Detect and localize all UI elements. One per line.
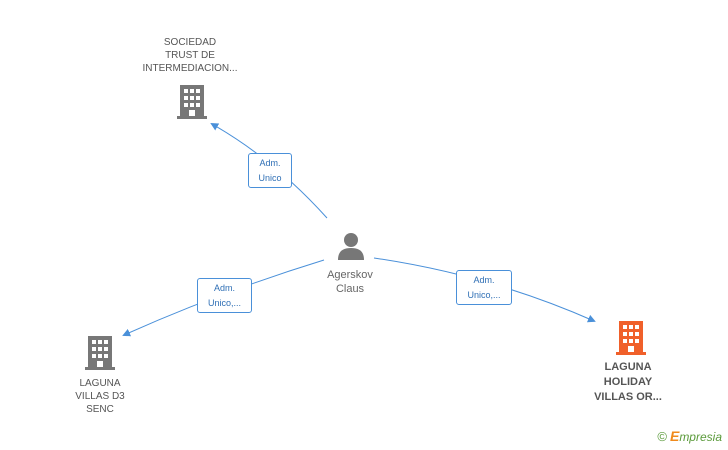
node-label-line: Claus bbox=[335, 283, 365, 295]
node-label-top[interactable]: SOCIEDAD TRUST DE INTERMEDIACION... bbox=[130, 36, 250, 75]
edge-label-line: Unico bbox=[258, 173, 282, 183]
node-label-center[interactable]: Agerskov Claus bbox=[300, 268, 400, 296]
copyright-symbol: © bbox=[657, 429, 667, 444]
node-label-line: VILLAS OR... bbox=[594, 391, 662, 403]
node-label-line: SOCIEDAD bbox=[163, 37, 217, 48]
edge-label-top[interactable]: Adm. Unico bbox=[248, 153, 292, 188]
building-highlight-icon[interactable] bbox=[616, 321, 646, 355]
node-label-line: VILLAS D3 bbox=[75, 391, 125, 402]
edge-label-line: Adm. bbox=[213, 283, 235, 293]
node-label-line: Agerskov bbox=[327, 269, 373, 281]
node-label-right[interactable]: LAGUNA HOLIDAY VILLAS OR... bbox=[578, 360, 678, 405]
edge-label-line: Unico,... bbox=[467, 290, 501, 300]
building-icon[interactable] bbox=[85, 336, 115, 370]
brand-initial: E bbox=[669, 428, 680, 444]
node-label-left[interactable]: LAGUNA VILLAS D3 SENC bbox=[50, 377, 150, 416]
edge-label-line: Unico,... bbox=[207, 298, 241, 308]
node-label-line: SENC bbox=[86, 404, 114, 415]
edge-label-right[interactable]: Adm. Unico,... bbox=[456, 270, 512, 305]
edge-label-line: Adm. bbox=[473, 275, 495, 285]
building-icon[interactable] bbox=[177, 85, 207, 119]
person-icon[interactable] bbox=[337, 232, 365, 260]
brand-name: mpresia bbox=[679, 430, 722, 444]
node-label-line: HOLIDAY bbox=[603, 376, 653, 388]
node-label-line: LAGUNA bbox=[79, 378, 121, 389]
node-label-line: INTERMEDIACION... bbox=[142, 63, 238, 74]
edge-label-left[interactable]: Adm. Unico,... bbox=[197, 278, 252, 313]
edge-label-line: Adm. bbox=[259, 158, 281, 168]
empresia-logo: ©Empresia bbox=[657, 428, 722, 444]
node-label-line: LAGUNA bbox=[604, 361, 652, 373]
node-label-line: TRUST DE bbox=[165, 50, 215, 61]
